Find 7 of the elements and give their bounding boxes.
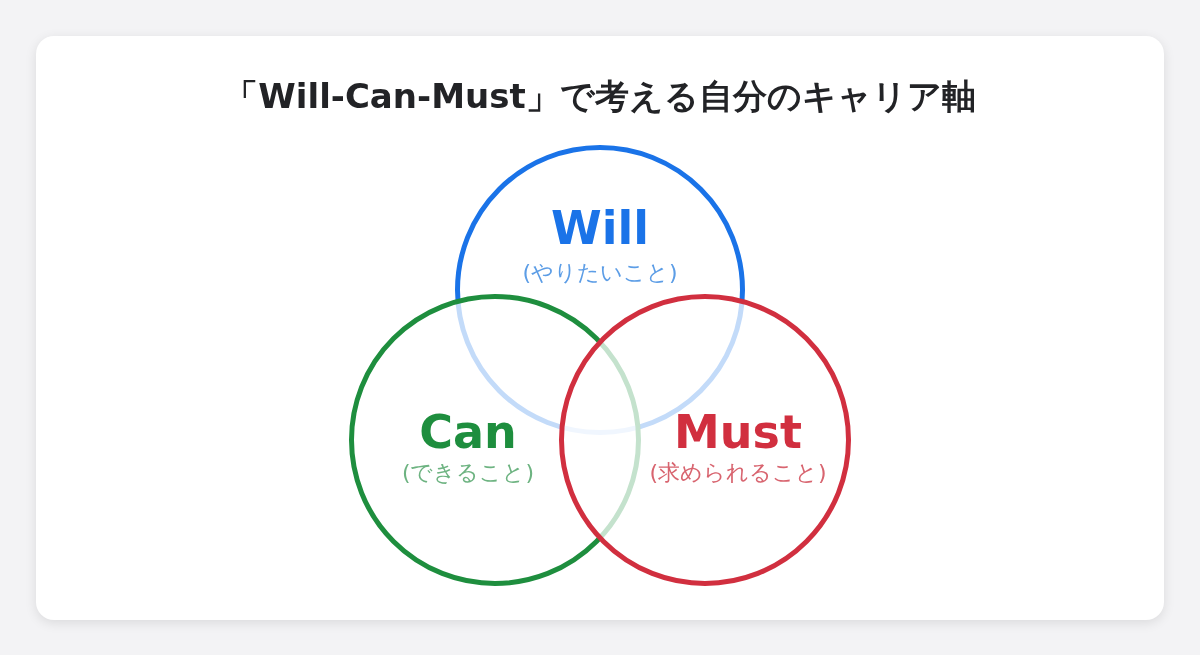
circle-subtitle: (できること) — [401, 459, 535, 487]
circle-title: Can — [419, 406, 517, 458]
diagram-title: 「Will-Can-Must」で考える自分のキャリア軸 — [224, 75, 976, 118]
circle-title: Will — [551, 202, 649, 254]
circle-subtitle: (やりたいこと) — [522, 259, 678, 287]
circle-subtitle: (求められること) — [649, 459, 827, 487]
circle-title: Must — [674, 406, 802, 458]
